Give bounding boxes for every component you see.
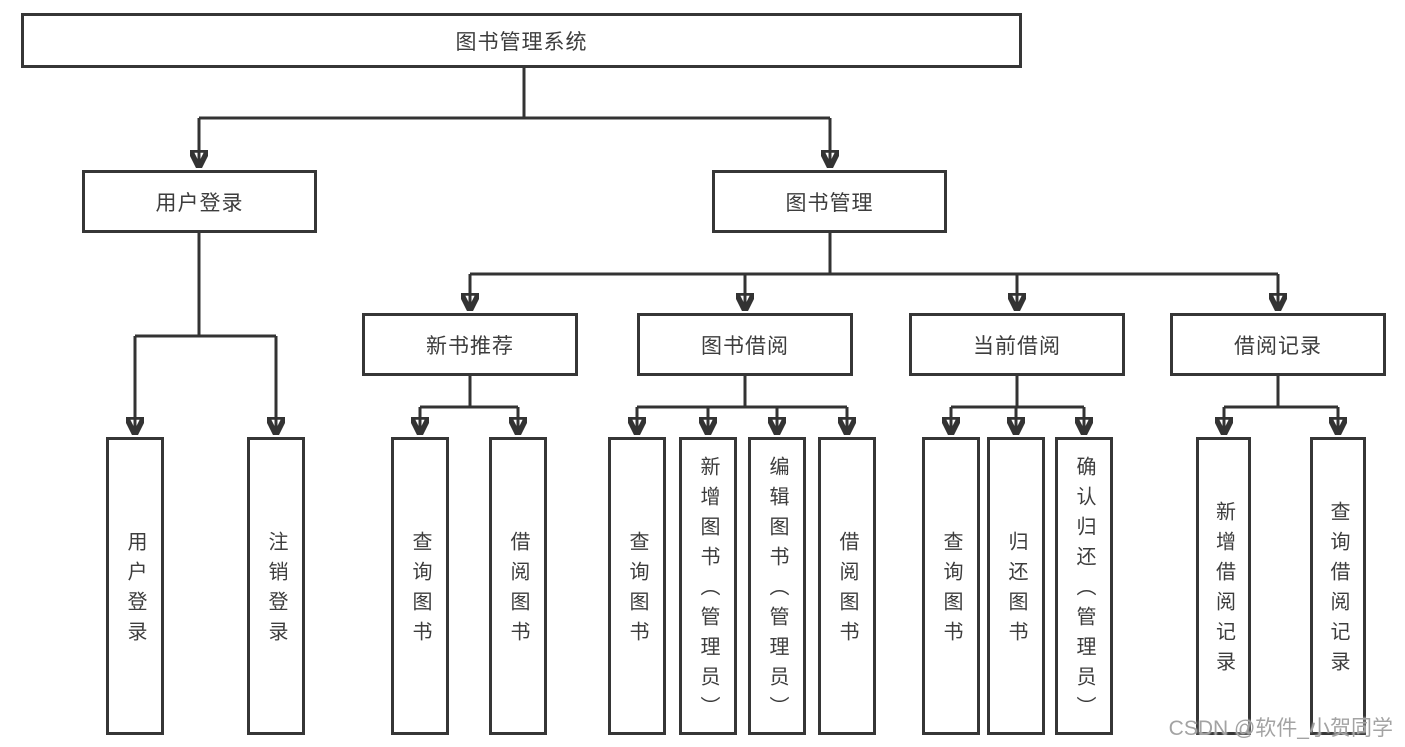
leaf-borrow-edit-books-admin: 编辑图书（管理员）: [748, 437, 806, 735]
node-label: 新增图书（管理员）: [697, 456, 719, 726]
node-label: 借阅图书: [507, 531, 529, 651]
leaf-borrow-query-books: 查询图书: [608, 437, 666, 735]
node-user-login: 用户登录: [82, 170, 317, 233]
node-label: 用户登录: [155, 191, 244, 215]
leaf-logout: 注销登录: [247, 437, 305, 735]
leaf-borrow-add-books-admin: 新增图书（管理员）: [679, 437, 737, 735]
node-label: 借阅图书: [836, 531, 858, 651]
node-book-borrow: 图书借阅: [637, 313, 853, 376]
leaf-borrow-borrow-books: 借阅图书: [818, 437, 876, 735]
node-book-management: 图书管理: [712, 170, 947, 233]
csdn-watermark: CSDN @软件_小贺同学: [1168, 717, 1393, 740]
node-label: 查询图书: [940, 531, 962, 651]
leaf-current-query-books: 查询图书: [922, 437, 980, 735]
node-label: 查询图书: [626, 531, 648, 651]
node-label: 编辑图书（管理员）: [766, 456, 788, 726]
node-label: 图书管理: [785, 191, 874, 215]
leaf-record-query-borrow-record: 查询借阅记录: [1310, 437, 1366, 735]
node-label: 图书管理系统: [455, 30, 588, 54]
node-root-system: 图书管理系统: [21, 13, 1022, 68]
node-label: 确认归还（管理员）: [1073, 456, 1095, 726]
leaf-user-login: 用户登录: [106, 437, 164, 735]
leaf-recommend-query-books: 查询图书: [391, 437, 449, 735]
leaf-current-return-books: 归还图书: [987, 437, 1045, 735]
node-label: 查询图书: [409, 531, 431, 651]
node-label: 借阅记录: [1234, 334, 1322, 358]
node-label: 当前借阅: [973, 334, 1061, 358]
node-label: 注销登录: [265, 531, 287, 651]
node-label: 查询借阅记录: [1327, 501, 1349, 681]
node-borrow-record: 借阅记录: [1170, 313, 1386, 376]
node-label: 归还图书: [1005, 531, 1027, 651]
node-current-borrow: 当前借阅: [909, 313, 1125, 376]
node-label: 用户登录: [124, 531, 146, 651]
node-label: 新书推荐: [426, 334, 514, 358]
leaf-current-confirm-return-admin: 确认归还（管理员）: [1055, 437, 1113, 735]
leaf-recommend-borrow-books: 借阅图书: [489, 437, 547, 735]
leaf-record-add-borrow-record: 新增借阅记录: [1196, 437, 1251, 735]
node-label: 图书借阅: [701, 334, 789, 358]
node-new-book-recommend: 新书推荐: [362, 313, 578, 376]
node-label: 新增借阅记录: [1212, 501, 1235, 681]
